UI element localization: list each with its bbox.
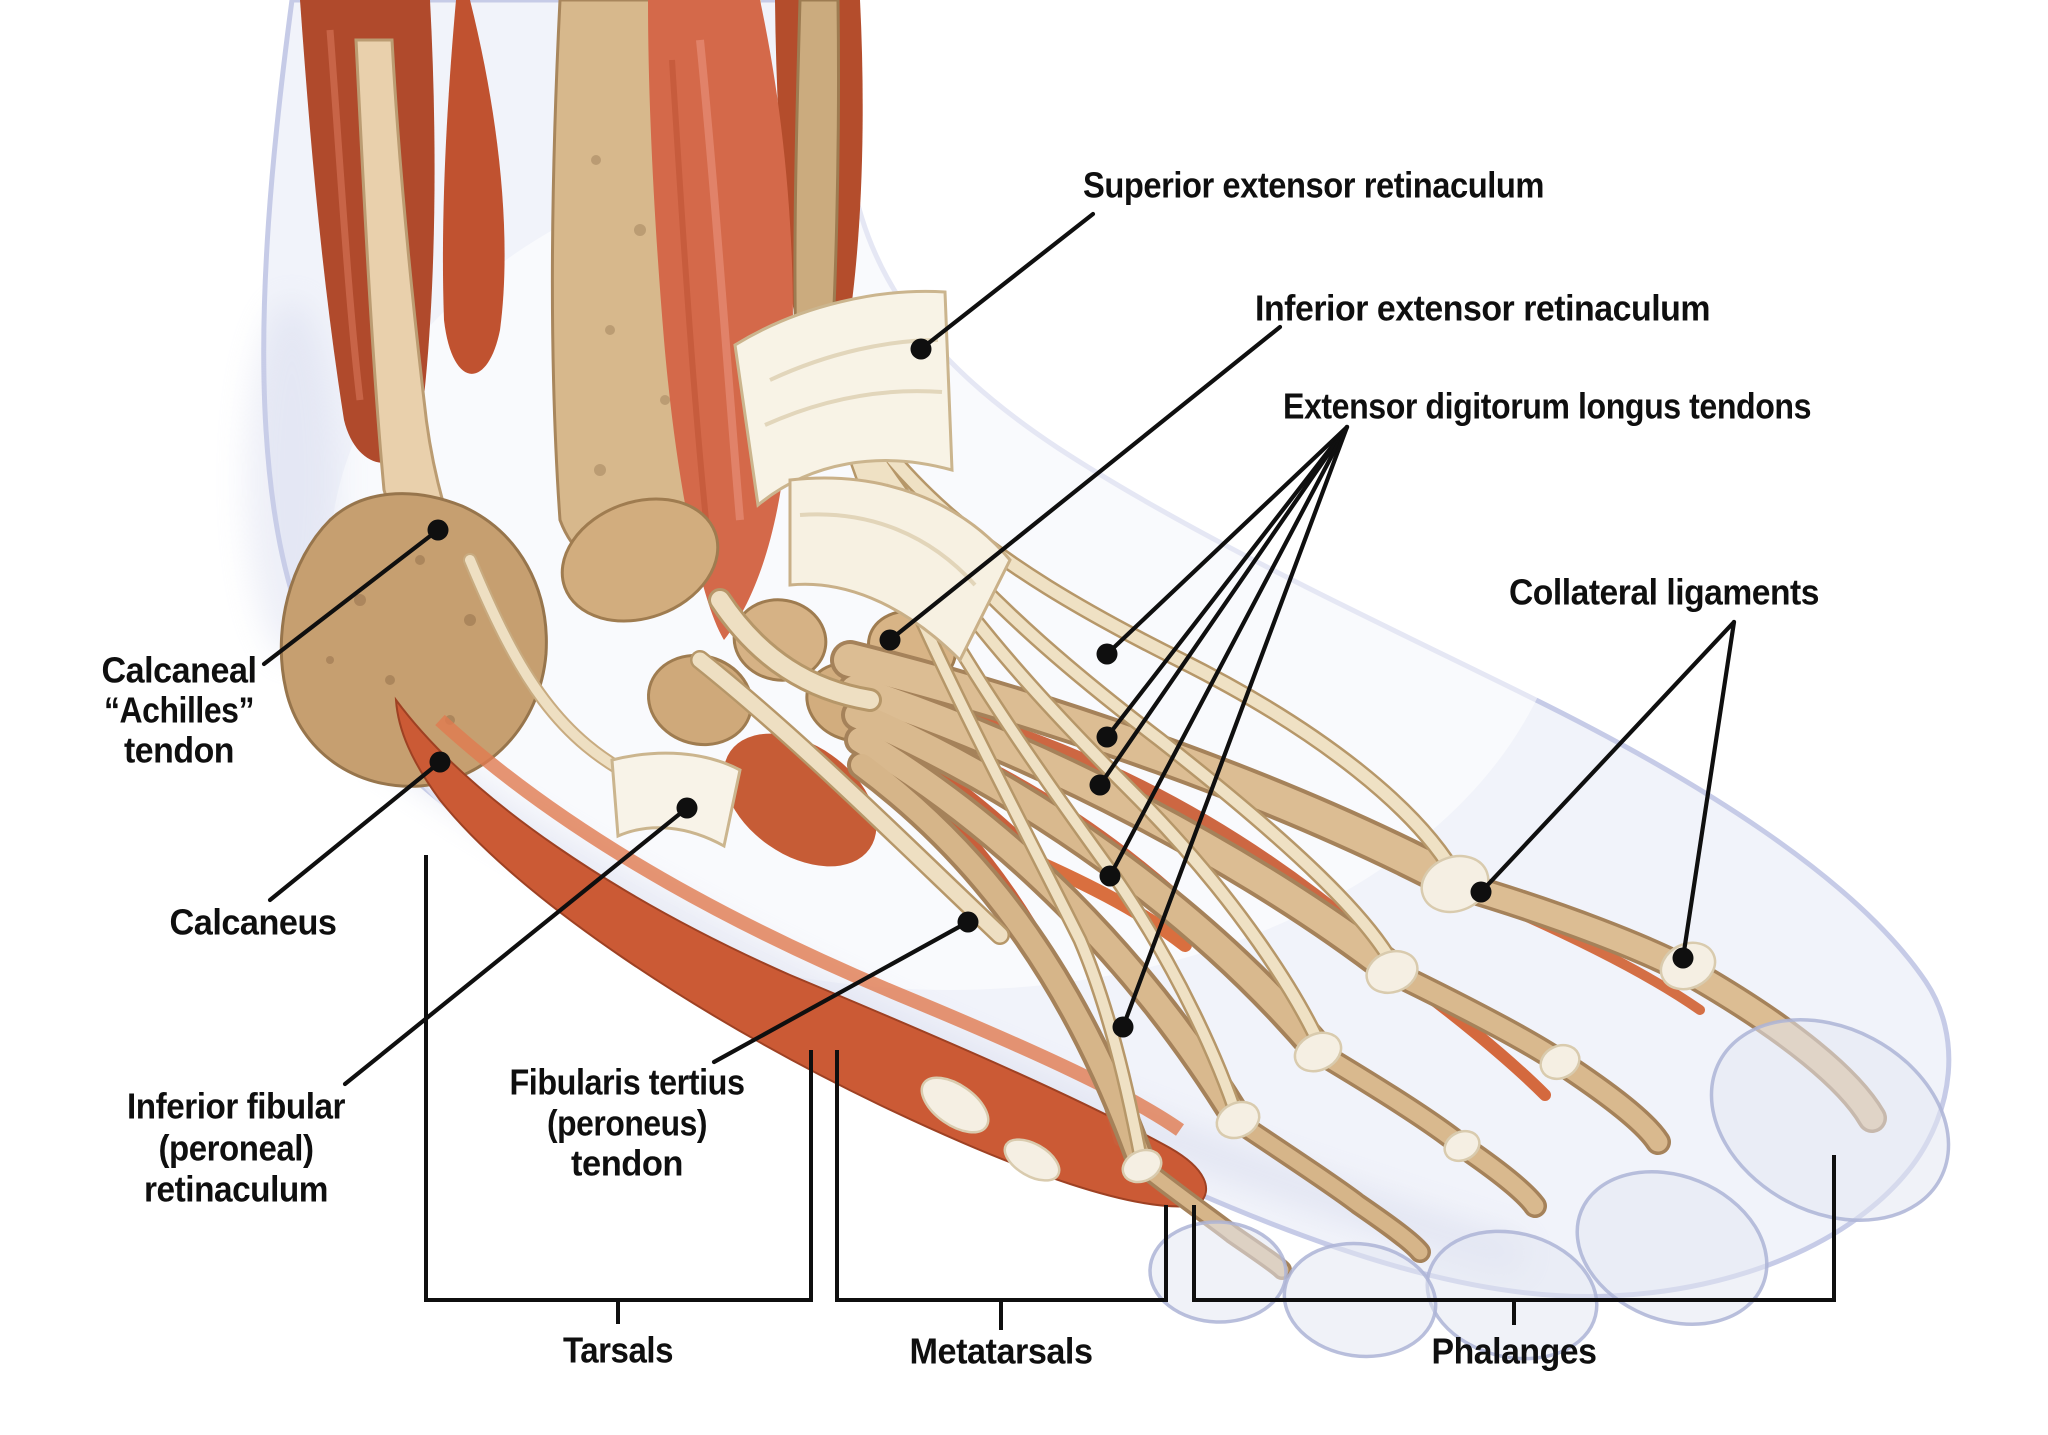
anchor-dot <box>1099 865 1121 887</box>
annotation-extensor-digitorum-longus-tendons: Extensor digitorum longus tendons <box>1089 386 1812 1038</box>
glassy-toe-caps <box>1148 1018 1951 1361</box>
anchor-dot <box>1470 881 1492 903</box>
leader-line <box>1680 619 1737 961</box>
annotation-calcaneus: Calcaneus <box>170 751 451 943</box>
bracket-line <box>1192 1155 1836 1302</box>
label-text: Superior extensor retinaculum <box>1083 165 1544 206</box>
label-text: Inferior extensor retinaculum <box>1255 288 1710 329</box>
annotation-inferior-fibular-peroneal-retinaculum: Inferior fibular (peroneal) retinaculum <box>127 797 698 1210</box>
leader-line <box>1478 619 1737 895</box>
anchor-dot <box>429 751 451 773</box>
label-text: Extensor digitorum longus tendons <box>1283 386 1811 427</box>
label-text: Calcaneus <box>170 902 337 943</box>
retinacula-bands <box>610 289 1012 849</box>
leader-line <box>1104 424 1350 657</box>
anchor-dot <box>1112 1016 1134 1038</box>
label-text: (peroneal) <box>159 1128 314 1169</box>
annotation-calcaneal-achilles-tendon: Calcaneal “Achilles” tendon <box>102 519 449 771</box>
leader-line <box>918 211 1096 352</box>
bracket-tarsals: Tarsals <box>424 855 813 1371</box>
posterior-muscle-achilles <box>300 0 461 549</box>
anchor-dot <box>957 911 979 933</box>
anchor-dot <box>1672 947 1694 969</box>
annotation-superior-extensor-retinaculum: Superior extensor retinaculum <box>910 165 1545 360</box>
leader-line <box>1097 424 1350 788</box>
annotation-fibularis-tertius-peroneus-tendon: Fibularis tertius (peroneus) tendon <box>510 911 979 1184</box>
bracket-metatarsals: Metatarsals <box>835 1050 1168 1372</box>
annotation-collateral-ligaments: Collateral ligaments <box>1470 572 1820 969</box>
leader-line <box>1104 424 1350 740</box>
leader-line <box>711 919 971 1065</box>
anchor-dot <box>427 519 449 541</box>
metatarsal-phalanx-bones <box>830 640 1887 1280</box>
bracket-line <box>835 1050 1168 1302</box>
label-text: (peroneus) <box>547 1103 707 1144</box>
leader-line <box>342 805 690 1087</box>
label-text: Fibularis tertius <box>510 1062 745 1103</box>
leader-line <box>1120 424 1350 1030</box>
bracket-phalanges: Phalanges <box>1192 1155 1836 1372</box>
annotation-inferior-extensor-retinaculum: Inferior extensor retinaculum <box>879 288 1711 651</box>
inferior-extensor-retinaculum-band <box>788 476 1012 663</box>
label-text: “Achilles” <box>104 690 254 731</box>
anchor-dot <box>1096 726 1118 748</box>
joint-ligament-patches <box>920 854 1717 1184</box>
leader-line <box>261 527 441 667</box>
anchor-dot <box>1096 643 1118 665</box>
anchor-dot <box>879 629 901 651</box>
label-text: Inferior fibular <box>127 1086 345 1127</box>
anchor-dot <box>676 797 698 819</box>
leader-line <box>267 759 443 903</box>
anchor-dot <box>910 338 932 360</box>
bracket-label: Metatarsals <box>910 1331 1093 1372</box>
bracket-label: Tarsals <box>563 1330 673 1371</box>
label-text: Calcaneal <box>102 650 257 691</box>
bracket-label: Phalanges <box>1432 1331 1597 1372</box>
leader-line <box>1107 424 1350 879</box>
inferior-fibular-retinaculum-band <box>610 751 742 849</box>
label-text: tendon <box>571 1143 683 1184</box>
label-text: tendon <box>124 730 234 771</box>
anchor-dot <box>1089 774 1111 796</box>
leader-line <box>887 324 1283 643</box>
label-text: Collateral ligaments <box>1509 572 1819 613</box>
label-text: retinaculum <box>144 1169 328 1210</box>
